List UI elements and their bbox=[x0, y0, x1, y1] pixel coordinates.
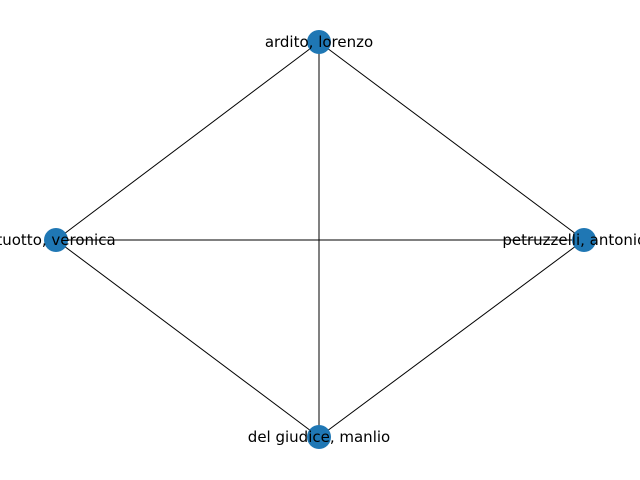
nodes-layer bbox=[44, 30, 596, 449]
node-ardito-lorenzo[interactable] bbox=[307, 30, 331, 54]
node-tuotto-veronica[interactable] bbox=[44, 228, 68, 252]
edges-layer bbox=[55, 41, 585, 438]
node-label-bottom: del giudice, manlio bbox=[248, 428, 390, 446]
node-petruzzelli-antonio-m[interactable] bbox=[572, 228, 596, 252]
labels-layer: ardito, lorenzo tuotto, veronica petruzz… bbox=[0, 33, 640, 446]
edge-top-left bbox=[55, 41, 320, 241]
node-label-right: petruzzelli, antonio m bbox=[502, 231, 640, 249]
node-label-left: tuotto, veronica bbox=[0, 231, 116, 249]
edge-top-right bbox=[318, 41, 585, 241]
node-del-giudice-manlio[interactable] bbox=[307, 425, 331, 449]
node-label-top: ardito, lorenzo bbox=[265, 33, 373, 51]
edge-left-bottom bbox=[55, 239, 320, 438]
edge-right-bottom bbox=[318, 239, 585, 438]
